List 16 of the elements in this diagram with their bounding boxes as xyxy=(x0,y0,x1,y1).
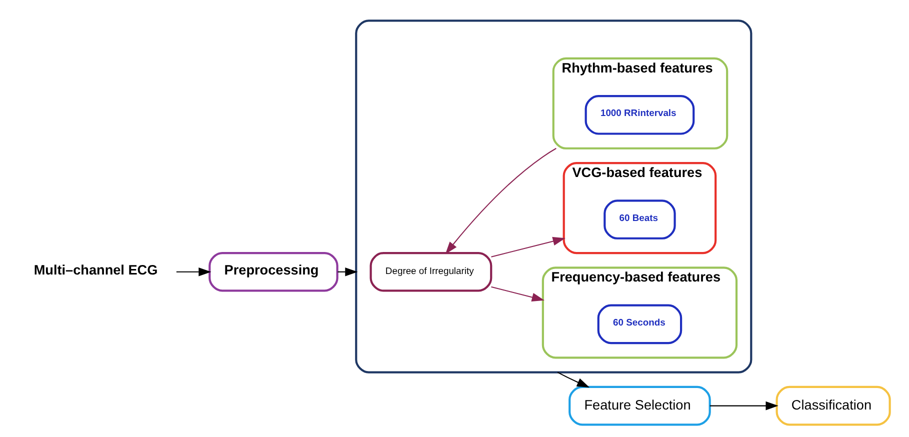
node-box: 1000 RRintervals xyxy=(584,95,695,135)
arrow xyxy=(557,372,590,388)
node-box: 60 Beats xyxy=(604,200,676,240)
arrow xyxy=(445,148,556,254)
node-box: Degree of Irregularity xyxy=(370,252,492,292)
node-box: Preprocessing xyxy=(208,252,338,292)
node-box: 60 Seconds xyxy=(597,304,682,344)
arrow xyxy=(176,267,212,276)
node-box: Classification xyxy=(776,386,891,426)
arrow xyxy=(338,267,358,276)
arrow xyxy=(491,286,544,302)
node-text: Multi–channel ECG xyxy=(34,262,158,278)
node-box: Feature Selection xyxy=(568,386,711,426)
arrow xyxy=(710,401,778,410)
cluster xyxy=(355,20,752,374)
arrow xyxy=(491,236,566,258)
